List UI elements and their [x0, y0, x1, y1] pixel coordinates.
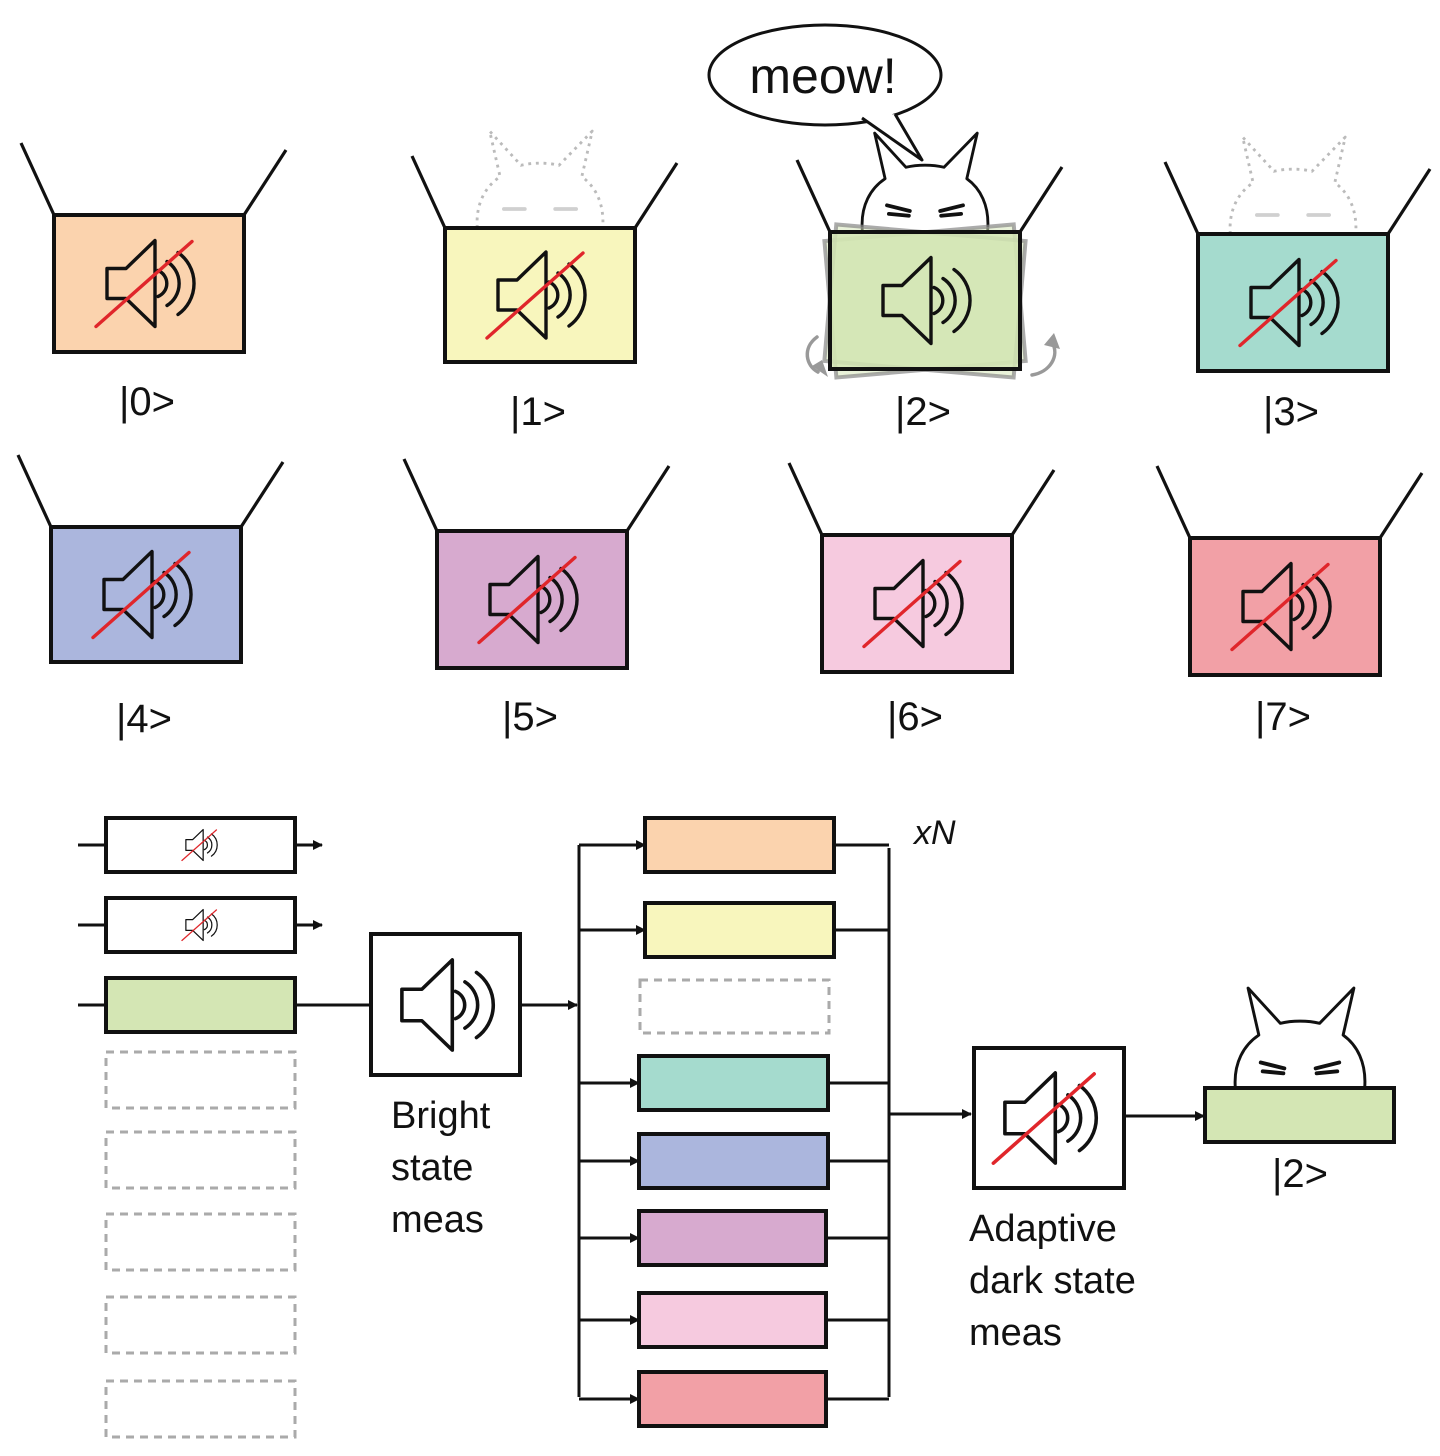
- muted-speaker-icon: [94, 238, 196, 329]
- state-box-2: |2>: [795, 131, 1064, 434]
- muted-speaker-icon: [91, 549, 193, 640]
- result-bar: [1203, 1086, 1396, 1144]
- state-box-4: |4>: [16, 454, 285, 741]
- cat-icon: [1228, 135, 1358, 235]
- removed-bar-state2: [638, 978, 831, 1035]
- state-label-2: |2>: [895, 390, 951, 434]
- state-box-6: |6>: [787, 462, 1056, 739]
- muted-speaker-icon: [862, 558, 964, 649]
- empty-bar-1: [104, 1130, 297, 1190]
- state-box-7: |7>: [1155, 465, 1424, 739]
- empty-bar-2: [104, 1212, 297, 1272]
- repeat-label: xN: [912, 814, 956, 852]
- state-box-1: |1>: [410, 129, 679, 434]
- muted-speaker-icon: [1238, 257, 1340, 348]
- state-box-5: |5>: [402, 458, 671, 739]
- muted-speaker-icon: [485, 250, 587, 340]
- state-label-6: |6>: [887, 695, 943, 739]
- speaker-icon: [400, 958, 495, 1052]
- bright-label-line-2: meas: [391, 1199, 484, 1241]
- state-label-3: |3>: [1263, 390, 1319, 434]
- state-label-7: |7>: [1255, 695, 1311, 739]
- state-label-1: |1>: [510, 390, 566, 434]
- muted-speaker-icon: [1230, 561, 1332, 652]
- measurement-flow: Bright state meas xN Adaptive dark state meas |…: [78, 814, 1396, 1439]
- speech-bubble: meow!: [707, 23, 943, 162]
- empty-bar-0: [104, 1050, 297, 1110]
- branch-bar-state1: [643, 901, 836, 959]
- dark-label-line-1: dark state: [969, 1260, 1136, 1302]
- branch-bar-state5: [637, 1209, 828, 1267]
- state-label-5: |5>: [502, 695, 558, 739]
- speech-bubble-text: meow!: [749, 48, 896, 104]
- cat-icon: [1233, 986, 1367, 1089]
- empty-bar-3: [104, 1295, 297, 1355]
- result-label: |2>: [1272, 1152, 1328, 1196]
- branch-bar-state3: [637, 1054, 830, 1112]
- state-label-0: |0>: [119, 380, 175, 424]
- bright-label-line-0: Bright: [391, 1095, 491, 1137]
- state-box-3: |3>: [1163, 135, 1432, 434]
- muted-speaker-icon: [991, 1071, 1098, 1165]
- branch-bar-state4: [637, 1132, 830, 1190]
- muted-speaker-icon: [181, 828, 218, 862]
- input-bar-0: [104, 816, 297, 874]
- muted-speaker-icon: [181, 908, 218, 942]
- input-bar-2: [104, 976, 297, 1034]
- dark-label-line-2: meas: [969, 1312, 1062, 1354]
- input-bar-1: [104, 896, 297, 954]
- branch-bar-state7: [637, 1370, 828, 1428]
- bright-measurement-box: [369, 932, 522, 1077]
- branch-bar-state6: [637, 1291, 828, 1349]
- dark-measurement-box: [972, 1046, 1126, 1190]
- bright-label-line-1: state: [391, 1147, 473, 1189]
- state-label-4: |4>: [116, 697, 172, 741]
- dark-label-line-0: Adaptive: [969, 1208, 1117, 1250]
- branch-bar-state0: [643, 816, 836, 874]
- speaker-icon: [881, 255, 972, 346]
- cat-icon: [860, 131, 990, 231]
- muted-speaker-icon: [477, 554, 579, 645]
- state-box-0: |0>: [19, 142, 288, 424]
- state-boxes: |0> |1> |2> |3> |4> |5> |6> |7>: [16, 129, 1432, 741]
- empty-bar-4: [104, 1379, 297, 1439]
- cat-icon: [475, 129, 605, 229]
